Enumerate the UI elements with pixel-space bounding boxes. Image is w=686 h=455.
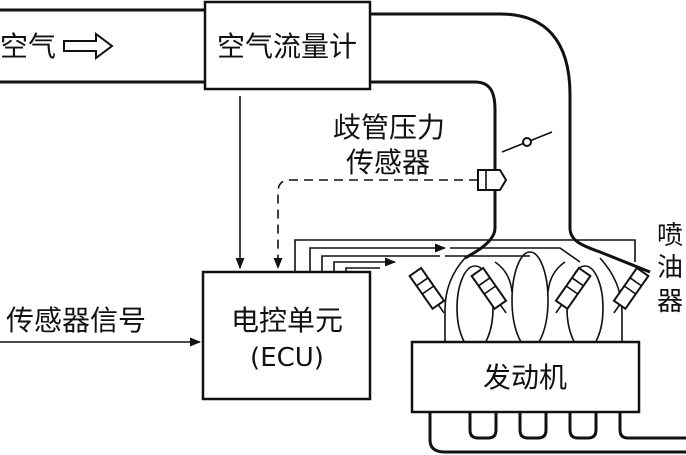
air-inflow-arrow-icon: [63, 32, 114, 60]
ecu-label-line2: (ECU): [250, 343, 324, 373]
injector-label-char-1: 喷: [657, 221, 683, 251]
ecu-box: [201, 270, 372, 401]
manifold-sensor-label-line2: 传感器: [346, 146, 430, 179]
intake-pipe: [0, 8, 651, 274]
manifold-sensor-label-line1: 歧管压力: [333, 111, 445, 144]
manifold-pressure-sensor: [477, 169, 508, 191]
map-signal-dashed-arrow: [273, 179, 478, 270]
engine-box: [410, 340, 641, 414]
air-flow-meter-box: [203, 0, 372, 91]
engine-label: 发动机: [483, 361, 567, 394]
ecu-label-line1: 电控单元: [231, 304, 343, 337]
injector-label-char-3: 器: [657, 287, 683, 317]
air-label: 空气: [0, 30, 56, 63]
sensor-signal-label: 传感器信号: [6, 304, 146, 337]
injector-signal-lines: [294, 239, 636, 272]
intake-runners: [444, 251, 623, 351]
injector-label-char-2: 油: [657, 253, 683, 283]
fuel-injectors: [408, 266, 650, 314]
exhaust-manifold: [428, 412, 686, 454]
throttle-valve: [501, 131, 553, 153]
air-flow-meter-label: 空气流量计: [217, 30, 357, 63]
